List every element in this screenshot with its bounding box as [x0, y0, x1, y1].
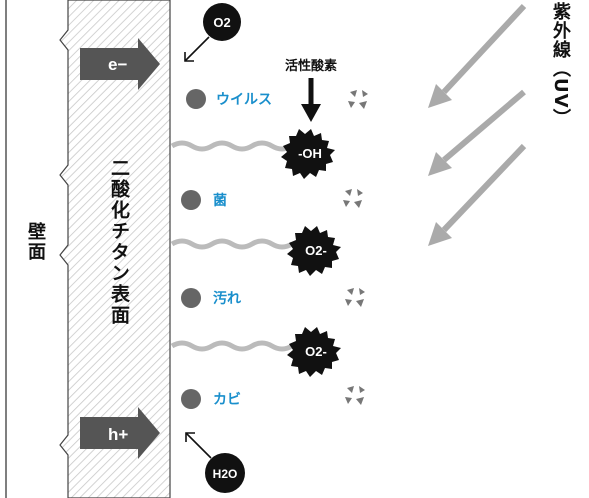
o2-arrowhead-icon — [184, 52, 194, 62]
dirt-dot — [181, 288, 201, 308]
fragment-icon — [345, 288, 365, 307]
wall-label: 壁面 — [25, 222, 46, 262]
radical-burst-o2-b — [287, 327, 341, 377]
hole-arrow-icon — [80, 407, 160, 459]
target-label-mold: カビ — [213, 392, 241, 408]
target-label-dirt: 汚れ — [213, 290, 241, 307]
uv-label: 紫外線（UV） — [550, 2, 571, 128]
o2-label: O2 — [213, 15, 230, 30]
target-label-virus: ウイルス — [216, 92, 272, 108]
active-oxygen-label: 活性酸素 — [285, 58, 337, 74]
bacteria-dot — [181, 190, 201, 210]
h2o-label: H2O — [213, 467, 238, 481]
surface-label: 二酸化チタン表面 — [108, 158, 130, 326]
h2o-arrowhead-icon — [185, 432, 195, 442]
h2o-circle — [205, 453, 245, 493]
wave-line-3 — [170, 340, 294, 352]
o2-circle — [203, 3, 241, 41]
target-label-bacteria: 菌 — [213, 192, 227, 209]
electron-arrow-icon — [80, 38, 160, 90]
radical-label-oh: -OH — [298, 146, 322, 161]
fragment-icon — [348, 90, 368, 109]
mold-dot — [181, 389, 201, 409]
hole-label: h+ — [108, 425, 128, 444]
uv-arrow-icon — [428, 89, 526, 176]
wave-line-1 — [170, 140, 294, 152]
o2-arrow-icon — [184, 36, 210, 62]
active-oxygen-arrowhead-icon — [301, 104, 321, 122]
radical-label-o2-b: O2- — [305, 344, 327, 359]
h2o-arrow-icon — [185, 432, 212, 459]
fragment-icon — [343, 189, 363, 208]
electron-label: e− — [108, 55, 127, 74]
titanium-dioxide-layer — [59, 0, 171, 498]
fragment-icon — [345, 386, 365, 405]
virus-dot — [186, 89, 206, 109]
uv-arrow-icon — [428, 3, 527, 108]
radical-burst-oh — [281, 129, 335, 179]
radical-burst-o2-a — [287, 226, 341, 276]
uv-arrow-icon — [428, 143, 527, 246]
wave-line-2 — [170, 238, 294, 250]
radical-label-o2-a: O2- — [305, 243, 327, 258]
